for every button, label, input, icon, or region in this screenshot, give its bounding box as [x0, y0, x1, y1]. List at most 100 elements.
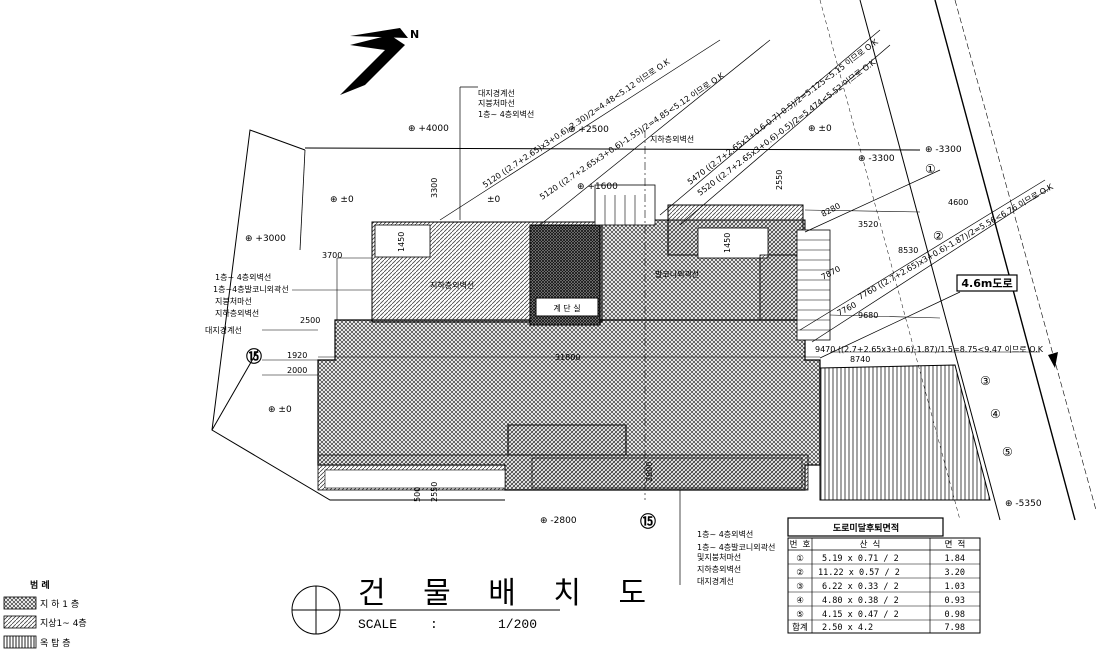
bottom-callout: 1층~ 4층외벽선 1층~ 4층발코니외곽선 및지붕처마선 지하층외벽선 대지경…	[679, 490, 775, 586]
dim-3300: 3300	[430, 178, 439, 198]
table-cell: 0.93	[945, 596, 965, 606]
dim-2550: 2550	[775, 170, 784, 190]
scale-separator: :	[430, 617, 438, 632]
bottom-label-3: 및지붕처마선	[697, 552, 741, 562]
elevation-markers: ⊕ +4000 ⊕ +2500 ⊕ ±0 ⊕ -3300 ⊕ -3300 ⊕ ±…	[245, 124, 1042, 526]
left-label-2: 1층~4층발코니외곽선	[213, 284, 289, 294]
dim-2000: 2000	[287, 366, 307, 375]
gate-marker-left: ⑮	[246, 347, 262, 366]
dim-2800: 2800	[645, 462, 654, 482]
table-row: 합계	[792, 622, 808, 633]
road-width-label: 4.6m도로	[961, 277, 1012, 290]
elev-zero-low: ⊕ ±0	[268, 405, 292, 415]
legend-label-upper: 지상1~ 4층	[40, 618, 87, 629]
elev-minus5350: ⊕ -5350	[1005, 499, 1042, 509]
north-label: N	[410, 28, 419, 41]
area-table: 도로미달후퇴면적 번 호 산 식 면 적 ① 5.19 x 0.71 / 2 1…	[787, 517, 981, 634]
dim-9680: 9680	[858, 311, 878, 320]
top-label-3: 1층~ 4층외벽선	[478, 109, 534, 119]
legend: 범 례 지 하 1 층 지상1~ 4층 옥 탑 층	[3, 579, 87, 649]
bottom-label-5: 대지경계선	[697, 576, 734, 586]
top-label-1: 대지경계선	[478, 88, 515, 98]
elev-zero-top: ⊕ ±0	[808, 124, 832, 134]
legend-swatch-rooftop	[3, 635, 37, 649]
arrow-icon	[1048, 352, 1058, 368]
elev-minus2800: ⊕ -2800	[540, 516, 577, 526]
table-cell: 6.22 x 0.33 / 2	[822, 582, 899, 592]
number-markers: ① ② ③ ④ ⑤ ⑮ ⑮	[246, 162, 1013, 531]
elev-minus3300-a: ⊕ -3300	[858, 154, 895, 164]
gate-marker-bottom: ⑮	[640, 512, 656, 531]
dim-7760: 7760	[836, 300, 858, 318]
table-cell: 7.98	[945, 623, 965, 633]
bottom-label-1: 1층~ 4층외벽선	[697, 529, 753, 539]
road-retreat-area	[819, 364, 991, 501]
table-cell: 2.50 x 4.2	[822, 623, 873, 633]
left-label-1: 1층~ 4층외벽선	[215, 272, 271, 282]
elev-plus1600: ⊕ +1600	[577, 182, 618, 192]
basement-wall-label-mid: 지하층외벽선	[430, 280, 474, 290]
legend-header: 범 례	[30, 579, 50, 591]
basement-wall-label-top: 지하층외벽선	[650, 134, 694, 144]
left-label-3: 지붕처마선	[215, 297, 252, 306]
elev-minus3300-b: ⊕ -3300	[925, 145, 962, 155]
table-cell: 3.20	[945, 568, 965, 578]
dim-3700: 3700	[322, 251, 342, 260]
area-table-header-formula: 산 식	[860, 539, 881, 550]
scale-label: SCALE	[358, 617, 397, 632]
elev-plus4000: ⊕ +4000	[408, 124, 449, 134]
left-boundary-label: 대지경계선	[205, 325, 242, 335]
core-balcony-label: 발코니외곽선	[655, 269, 699, 279]
dim-4600: 4600	[948, 198, 968, 207]
bottom-label-2: 1층~ 4층발코니외곽선	[697, 542, 775, 552]
marker-3: ③	[980, 374, 991, 388]
elev-plus2500: ⊕ +2500	[568, 125, 609, 135]
table-cell: 1.84	[945, 554, 965, 564]
table-cell: 4.80 x 0.38 / 2	[822, 596, 899, 606]
top-label-2: 지붕처마선	[478, 99, 515, 108]
setback-lines	[439, 29, 1051, 359]
drawing-title: 건 물 배 치 도	[358, 576, 660, 611]
legend-label-basement: 지 하 1 층	[40, 599, 79, 610]
left-label-4: 지하층외벽선	[215, 308, 259, 318]
top-callout: 대지경계선 지붕처마선 1층~ 4층외벽선	[459, 86, 534, 220]
table-row: ①	[796, 554, 804, 564]
dim-1450b: 1450	[723, 233, 732, 253]
title-block: 건 물 배 치 도 SCALE : 1/200	[291, 576, 660, 635]
left-callout: 1층~ 4층외벽선 1층~4층발코니외곽선 지붕처마선 지하층외벽선 대지경계선	[205, 272, 372, 335]
site-boundary	[211, 129, 921, 501]
table-row: ④	[796, 596, 804, 606]
elev-plus3000: ⊕ +3000	[245, 234, 286, 244]
table-cell: 11.22 x 0.57 / 2	[818, 568, 900, 578]
legend-label-rooftop: 옥 탑 층	[40, 637, 71, 649]
bottom-label-4: 지하층외벽선	[697, 564, 741, 574]
marker-1: ①	[925, 162, 936, 176]
area-table-header-no: 번 호	[790, 540, 811, 550]
setback-formula-3: 5470 ((2.7+2.65x3+0.6-0.7)-0.5)/2=5.125<…	[685, 36, 880, 186]
dim-500: 500	[413, 487, 422, 502]
table-cell: 4.15 x 0.47 / 2	[822, 610, 899, 620]
dim-8280: 8280	[820, 201, 842, 219]
legend-swatch-upper	[3, 615, 37, 629]
dim-31800: 31800	[555, 353, 580, 362]
dim-3520: 3520	[858, 220, 878, 229]
marker-5: ⑤	[1002, 445, 1013, 459]
elev-zero-left: ⊕ ±0	[330, 195, 354, 205]
area-table-title: 도로미달후퇴면적	[833, 522, 899, 534]
table-row: ⑤	[796, 610, 804, 620]
legend-swatch-basement	[3, 596, 37, 610]
scale-value: 1/200	[498, 617, 537, 632]
table-cell: 1.03	[945, 582, 965, 592]
table-cell: 5.19 x 0.71 / 2	[822, 554, 899, 564]
road-label-box	[956, 274, 1018, 292]
dim-1450: 1450	[397, 232, 406, 252]
marker-4: ④	[990, 407, 1001, 421]
dim-2500: 2500	[300, 316, 320, 325]
setback-formula-6: 9470 ((2.7+2.65x3+0.6)-1.87)/1.5=8.75<9.…	[815, 344, 1044, 354]
dim-1920: 1920	[287, 351, 307, 360]
north-arrow-icon: N	[340, 28, 419, 95]
dim-8530: 8530	[898, 246, 918, 255]
table-cell: 0.98	[945, 610, 965, 620]
